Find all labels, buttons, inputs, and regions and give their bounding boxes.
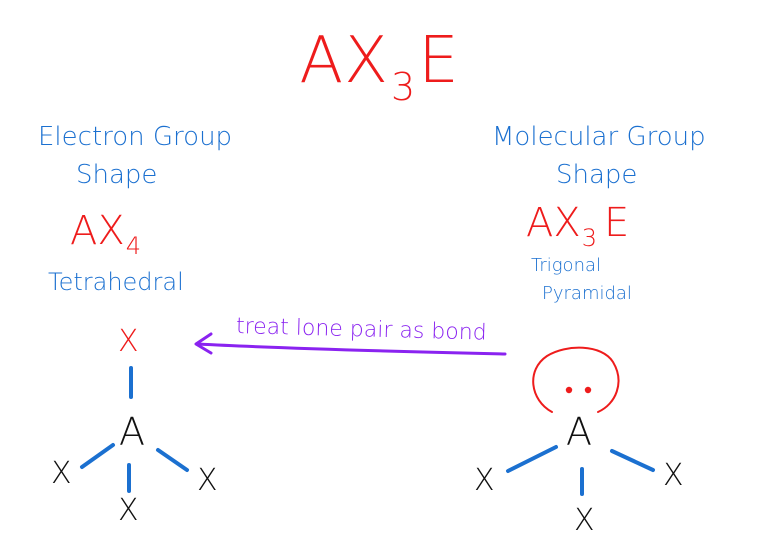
lone-pair-dot-left — [565, 386, 573, 394]
bond-right-right — [610, 449, 655, 472]
title-suffix: E — [418, 24, 460, 98]
lone-pair-dot-right — [584, 386, 592, 394]
bond-left-left — [80, 443, 115, 469]
bond-right-left — [506, 445, 558, 473]
right-formula-subscript: 3 — [581, 224, 598, 252]
left-formula-prefix: AX — [70, 208, 125, 254]
arrow-head — [194, 332, 213, 355]
left-atom-left: X — [51, 456, 72, 491]
right-atom-bottom: X — [574, 503, 595, 538]
right-formula-prefix: AX — [526, 200, 581, 246]
left-heading-line2: Shape — [76, 160, 158, 190]
right-heading-line2: Shape — [556, 160, 638, 190]
title-subscript: 3 — [391, 65, 417, 109]
right-shape-line2: Pyramidal — [542, 283, 632, 304]
left-heading-line1: Electron Group — [38, 122, 233, 152]
right-formula-suffix: E — [604, 200, 630, 246]
title-prefix: AX — [299, 24, 389, 98]
page-title: AX3E — [0, 24, 759, 109]
left-atom-center: A — [119, 410, 145, 454]
left-atom-right: X — [197, 463, 218, 498]
right-atom-left: X — [474, 463, 495, 498]
right-atom-right: X — [663, 458, 684, 493]
left-atom-top: X — [118, 324, 139, 359]
right-heading-line1: Molecular Group — [492, 122, 706, 152]
bond-left-right — [156, 448, 189, 472]
left-shape-name: Tetrahedral — [48, 268, 184, 296]
right-shape-line1: Trigonal — [531, 255, 602, 276]
left-formula-subscript: 4 — [125, 232, 142, 260]
lone-pair-lobe — [532, 346, 620, 413]
left-formula: AX4 — [70, 208, 142, 260]
left-atom-bottom: X — [118, 493, 139, 528]
arrow-shaft — [196, 342, 507, 356]
right-atom-center: A — [566, 410, 592, 454]
